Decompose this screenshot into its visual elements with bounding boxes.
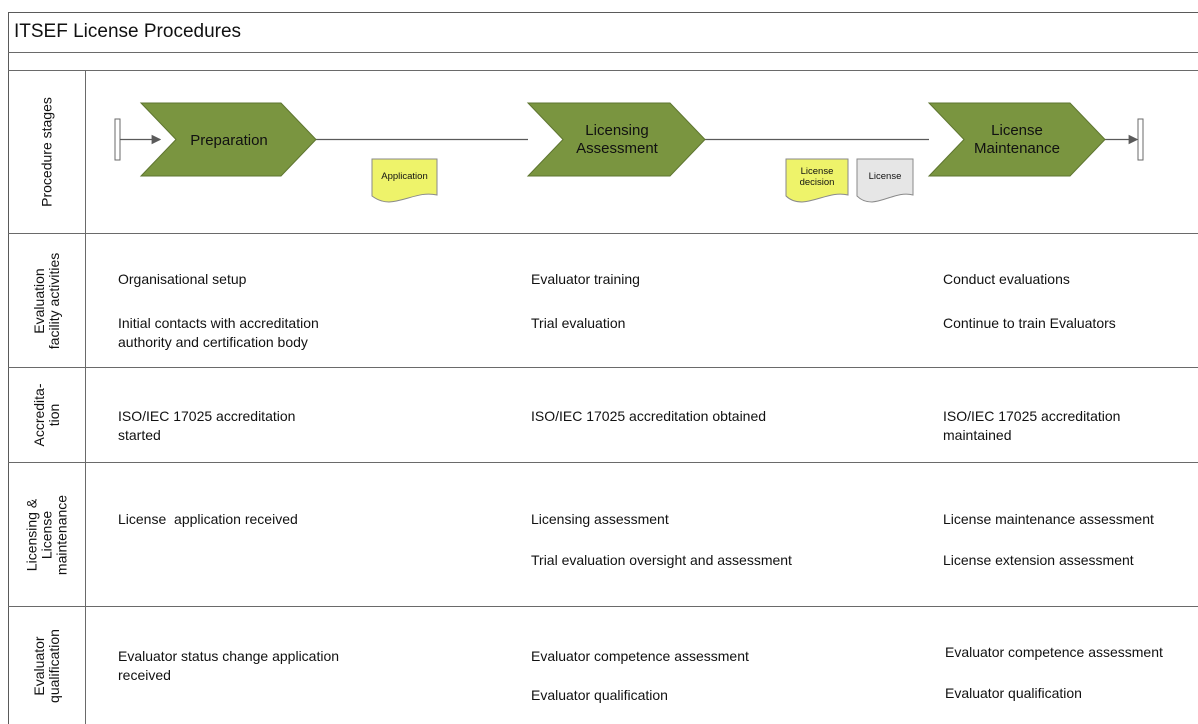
spacer-band (8, 53, 1198, 71)
activity-text: Evaluator status change application rece… (118, 648, 340, 683)
title-bar: ITSEF License Procedures (8, 12, 1198, 53)
document-label: License (869, 171, 902, 182)
lane-licensing: Licensing & License maintenance License … (8, 463, 1198, 607)
activity-text: License extension assessment (943, 552, 1134, 568)
document-application: Application (371, 158, 438, 203)
stage-preparation: Preparation (139, 102, 317, 177)
lane-facility-activities: Evaluation facility activities Organisat… (8, 234, 1198, 368)
lane-header: Accredita- tion (8, 368, 86, 462)
activity-text: Evaluator training (531, 271, 640, 287)
lane-header: Licensing & License maintenance (8, 463, 86, 606)
activity-text: Conduct evaluations (943, 271, 1070, 287)
activity-text: Evaluator competence assessment (945, 644, 1163, 660)
activity-text: Evaluator competence assessment (531, 648, 749, 664)
start-marker (114, 118, 121, 161)
activity-text: Organisational setup (118, 271, 247, 287)
lane-accreditation: Accredita- tion ISO/IEC 17025 accreditat… (8, 368, 1198, 463)
diagram-frame (8, 12, 1198, 724)
lane-evaluator-qualification: Evaluator qualification Evaluator status… (8, 607, 1198, 724)
end-marker (1137, 118, 1144, 161)
document-license: License (856, 158, 914, 203)
diagram-title: ITSEF License Procedures (14, 21, 242, 42)
lane-header: Evaluation facility activities (8, 234, 86, 367)
activity-text: Trial evaluation oversight and assessmen… (531, 552, 792, 568)
activity-text: ISO/IEC 17025 accreditation obtained (531, 408, 767, 424)
stage-label: Preparation (190, 132, 268, 149)
activity-text: ISO/IEC 17025 accreditation started (118, 408, 296, 443)
activity-text: Licensing assessment (531, 511, 669, 527)
activity-text: License maintenance assessment (943, 511, 1154, 527)
lane-header: Evaluator qualification (8, 607, 86, 724)
activity-text: ISO/IEC 17025 accreditation maintained (943, 408, 1121, 443)
activity-text: Evaluator qualification (945, 685, 1082, 701)
activity-text: Trial evaluation (531, 315, 626, 331)
activity-text: Initial contacts with accreditation auth… (118, 315, 319, 350)
document-label: Application (381, 171, 427, 182)
activity-text: Evaluator qualification (531, 687, 668, 703)
lane-procedure-stages: Procedure stages (8, 71, 1198, 234)
activity-text: Continue to train Evaluators (943, 315, 1116, 331)
lane-header: Procedure stages (8, 71, 86, 233)
activity-text: License application received (118, 511, 298, 527)
